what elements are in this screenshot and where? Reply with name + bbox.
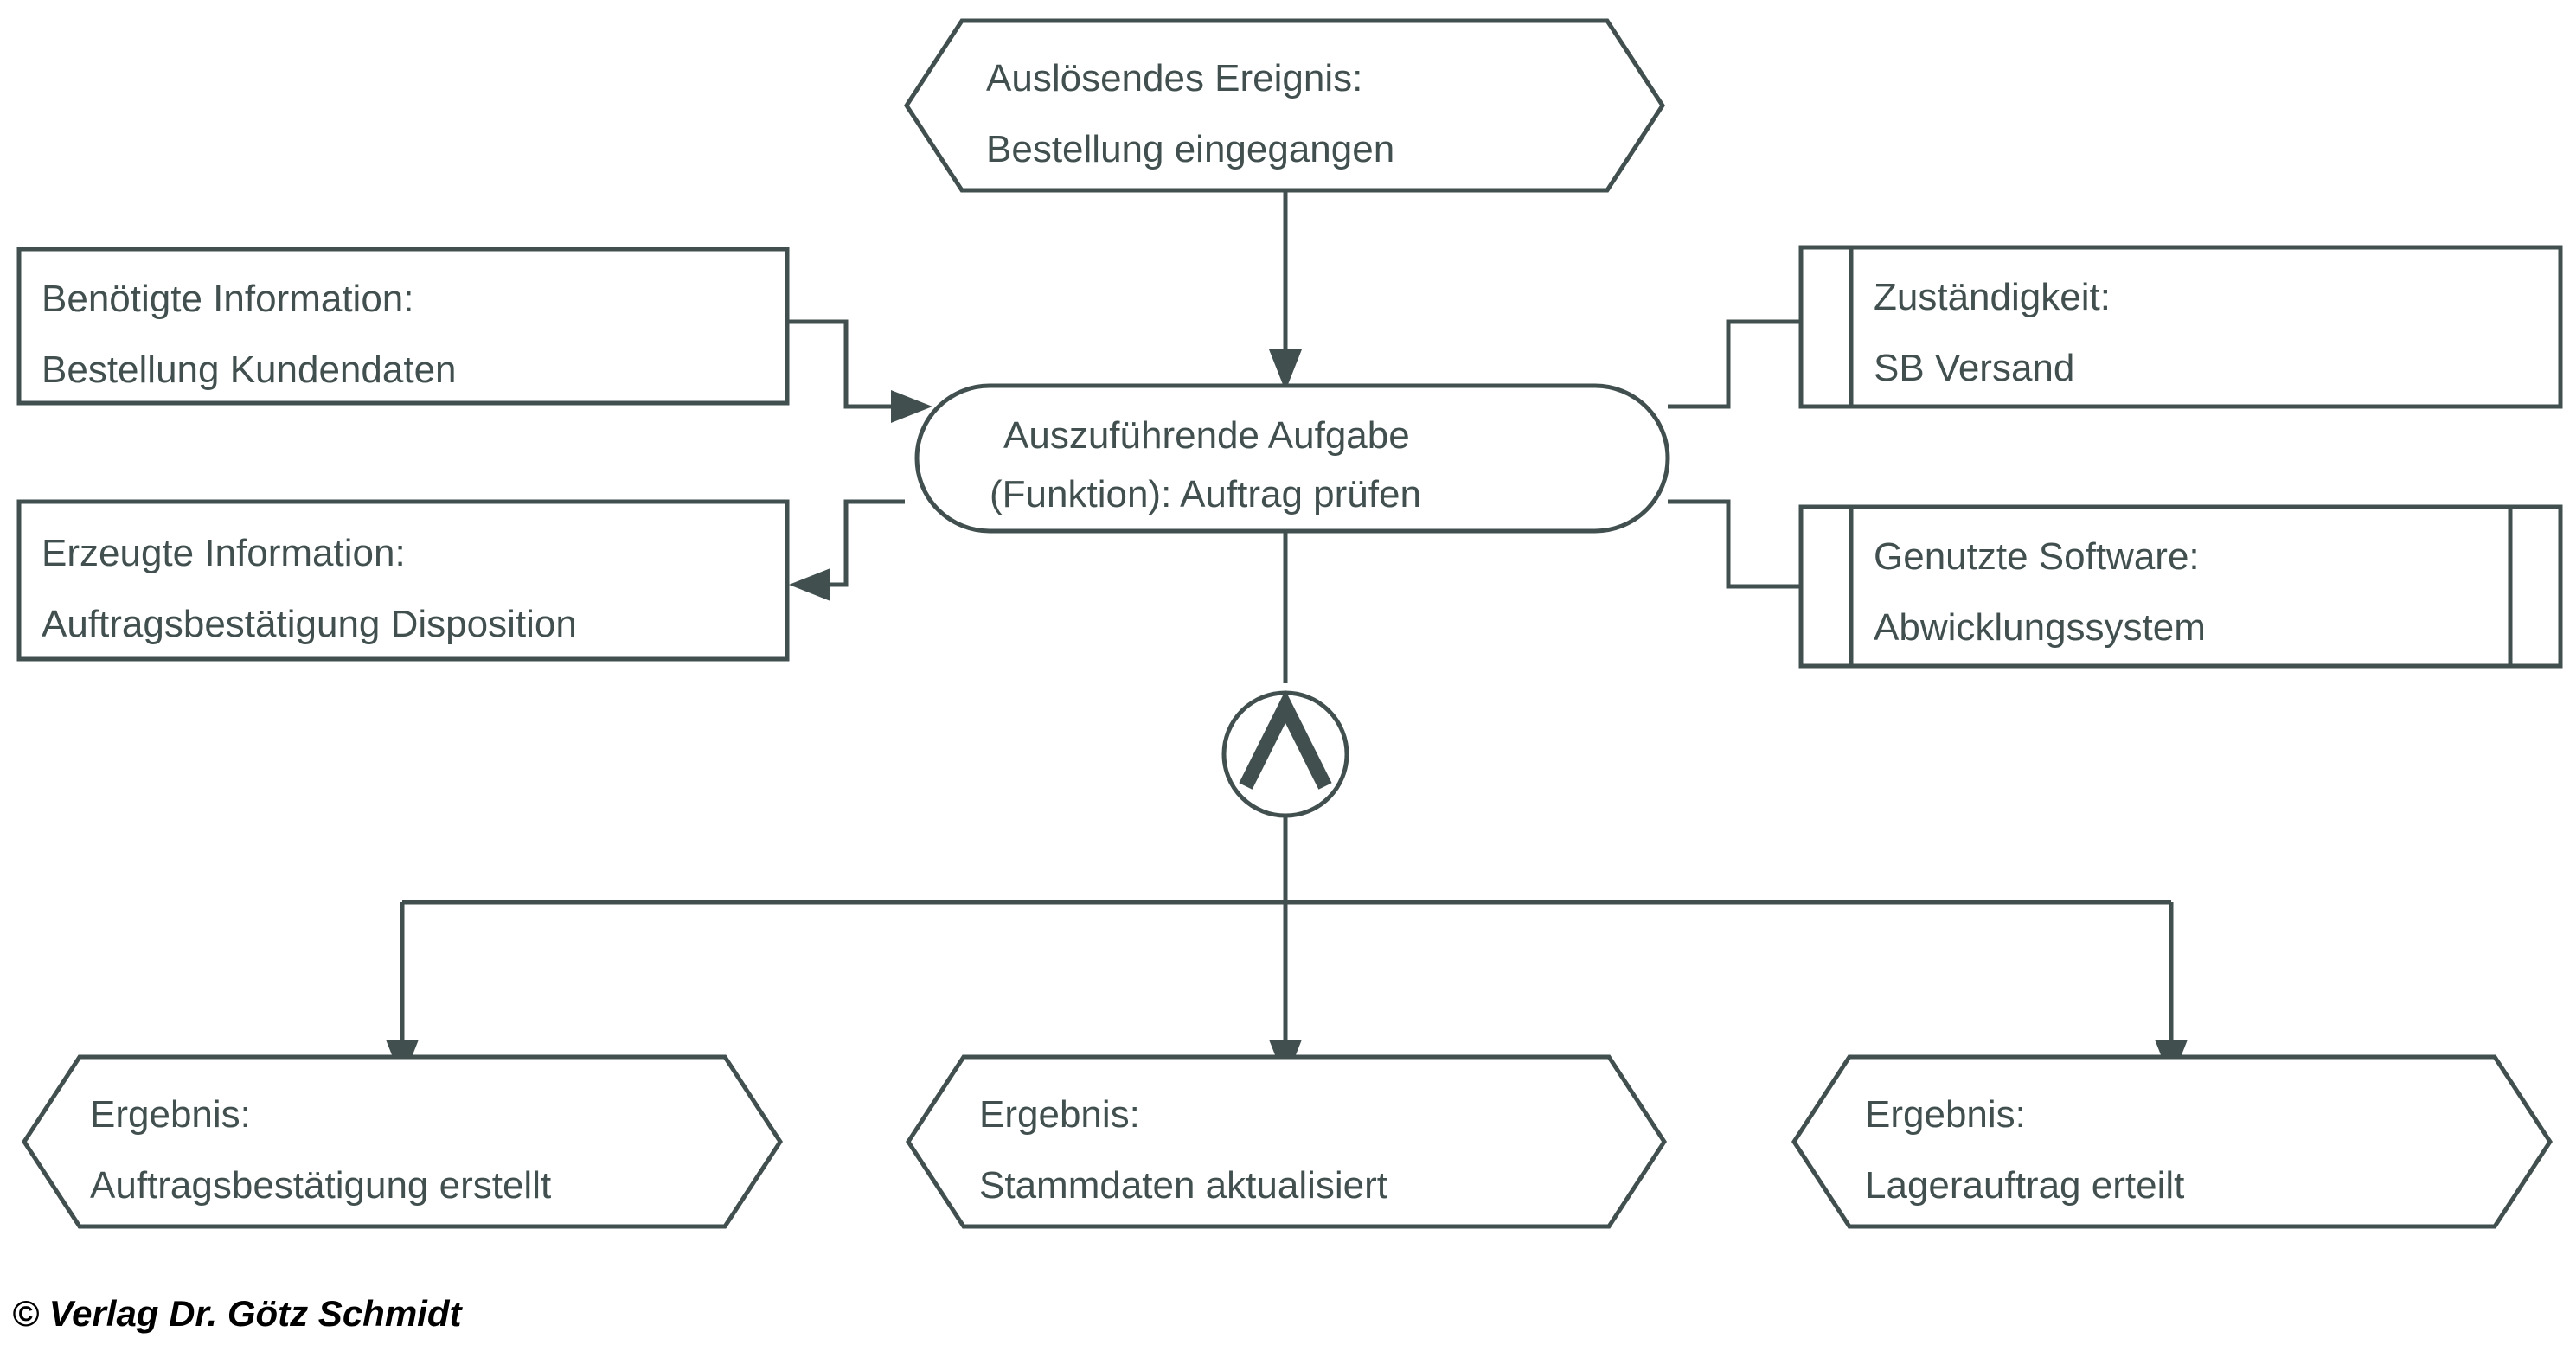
connector-function-to-produced-info-line [817,499,905,587]
required-information-line2: Bestellung Kundendaten [42,349,457,391]
connector-required-info-line [787,319,905,409]
responsibility-box-shape [1798,245,2563,409]
result-node-3[interactable]: Ergebnis: Lagerauftrag erteilt [1791,1054,2553,1229]
responsibility-line1: Zuständigkeit: [1874,276,2111,318]
software-line2: Abwicklungssystem [1874,606,2206,649]
connector-function-to-responsibility [1668,319,1801,409]
software-node[interactable]: Genutzte Software: Abwicklungssystem [1798,504,2563,669]
result-3-hexagon-shape [1791,1054,2553,1229]
trigger-event-hexagon-shape [904,18,1665,193]
result-1-line2: Auftragsbestätigung erstellt [90,1164,551,1207]
required-information-box-shape [16,247,790,406]
function-node-shape [914,383,1670,534]
software-line1: Genutzte Software: [1874,535,2200,578]
footer-copyright: © Verlag Dr. Götz Schmidt [12,1293,463,1334]
result-2-line2: Stammdaten aktualisiert [979,1164,1387,1207]
responsibility-line2: SB Versand [1874,347,2074,389]
result-split-bus [386,900,2188,1081]
arrowhead-right-to-function [891,390,932,423]
produced-information-box-shape [16,499,790,662]
result-node-1[interactable]: Ergebnis: Auftragsbestätigung erstellt [22,1054,783,1229]
result-3-line2: Lagerauftrag erteilt [1865,1164,2184,1207]
connector-function-to-software [1668,499,1801,589]
software-box-shape [1798,504,2563,669]
result-2-hexagon-shape [906,1054,1667,1229]
arrowhead-left-to-produced-info [789,568,830,601]
arrowhead-down-to-function [1269,349,1302,391]
connector-function-to-responsibility-line [1668,319,1801,409]
connector-required-info-to-function [787,319,932,423]
connector-event-to-function [1269,190,1302,391]
result-2-line1: Ergebnis: [979,1093,1140,1136]
connector-function-to-software-line [1668,499,1801,589]
result-1-line1: Ergebnis: [90,1093,251,1136]
required-information-node[interactable]: Benötigte Information: Bestellung Kunden… [16,247,790,406]
function-node[interactable]: Auszuführende Aufgabe (Funktion): Auftra… [914,383,1670,534]
result-1-hexagon-shape [22,1054,783,1229]
responsibility-node[interactable]: Zuständigkeit: SB Versand [1798,245,2563,409]
produced-information-line2: Auftragsbestätigung Disposition [42,603,577,645]
trigger-event-line2: Bestellung eingegangen [986,128,1394,170]
trigger-event-node[interactable]: Auslösendes Ereignis: Bestellung eingega… [904,18,1665,193]
trigger-event-line1: Auslösendes Ereignis: [986,57,1362,99]
required-information-line1: Benötigte Information: [42,278,413,320]
function-line2: (Funktion): Auftrag prüfen [990,473,1421,515]
and-connector-node[interactable] [1221,531,1349,902]
result-3-line1: Ergebnis: [1865,1093,2026,1136]
and-operator-glyph [1239,689,1332,790]
produced-information-line1: Erzeugte Information: [42,532,406,574]
function-line1: Auszuführende Aufgabe [1003,414,1410,457]
connector-function-to-produced-info [789,499,905,601]
result-node-2[interactable]: Ergebnis: Stammdaten aktualisiert [906,1054,1667,1229]
produced-information-node[interactable]: Erzeugte Information: Auftragsbestätigun… [16,499,790,662]
